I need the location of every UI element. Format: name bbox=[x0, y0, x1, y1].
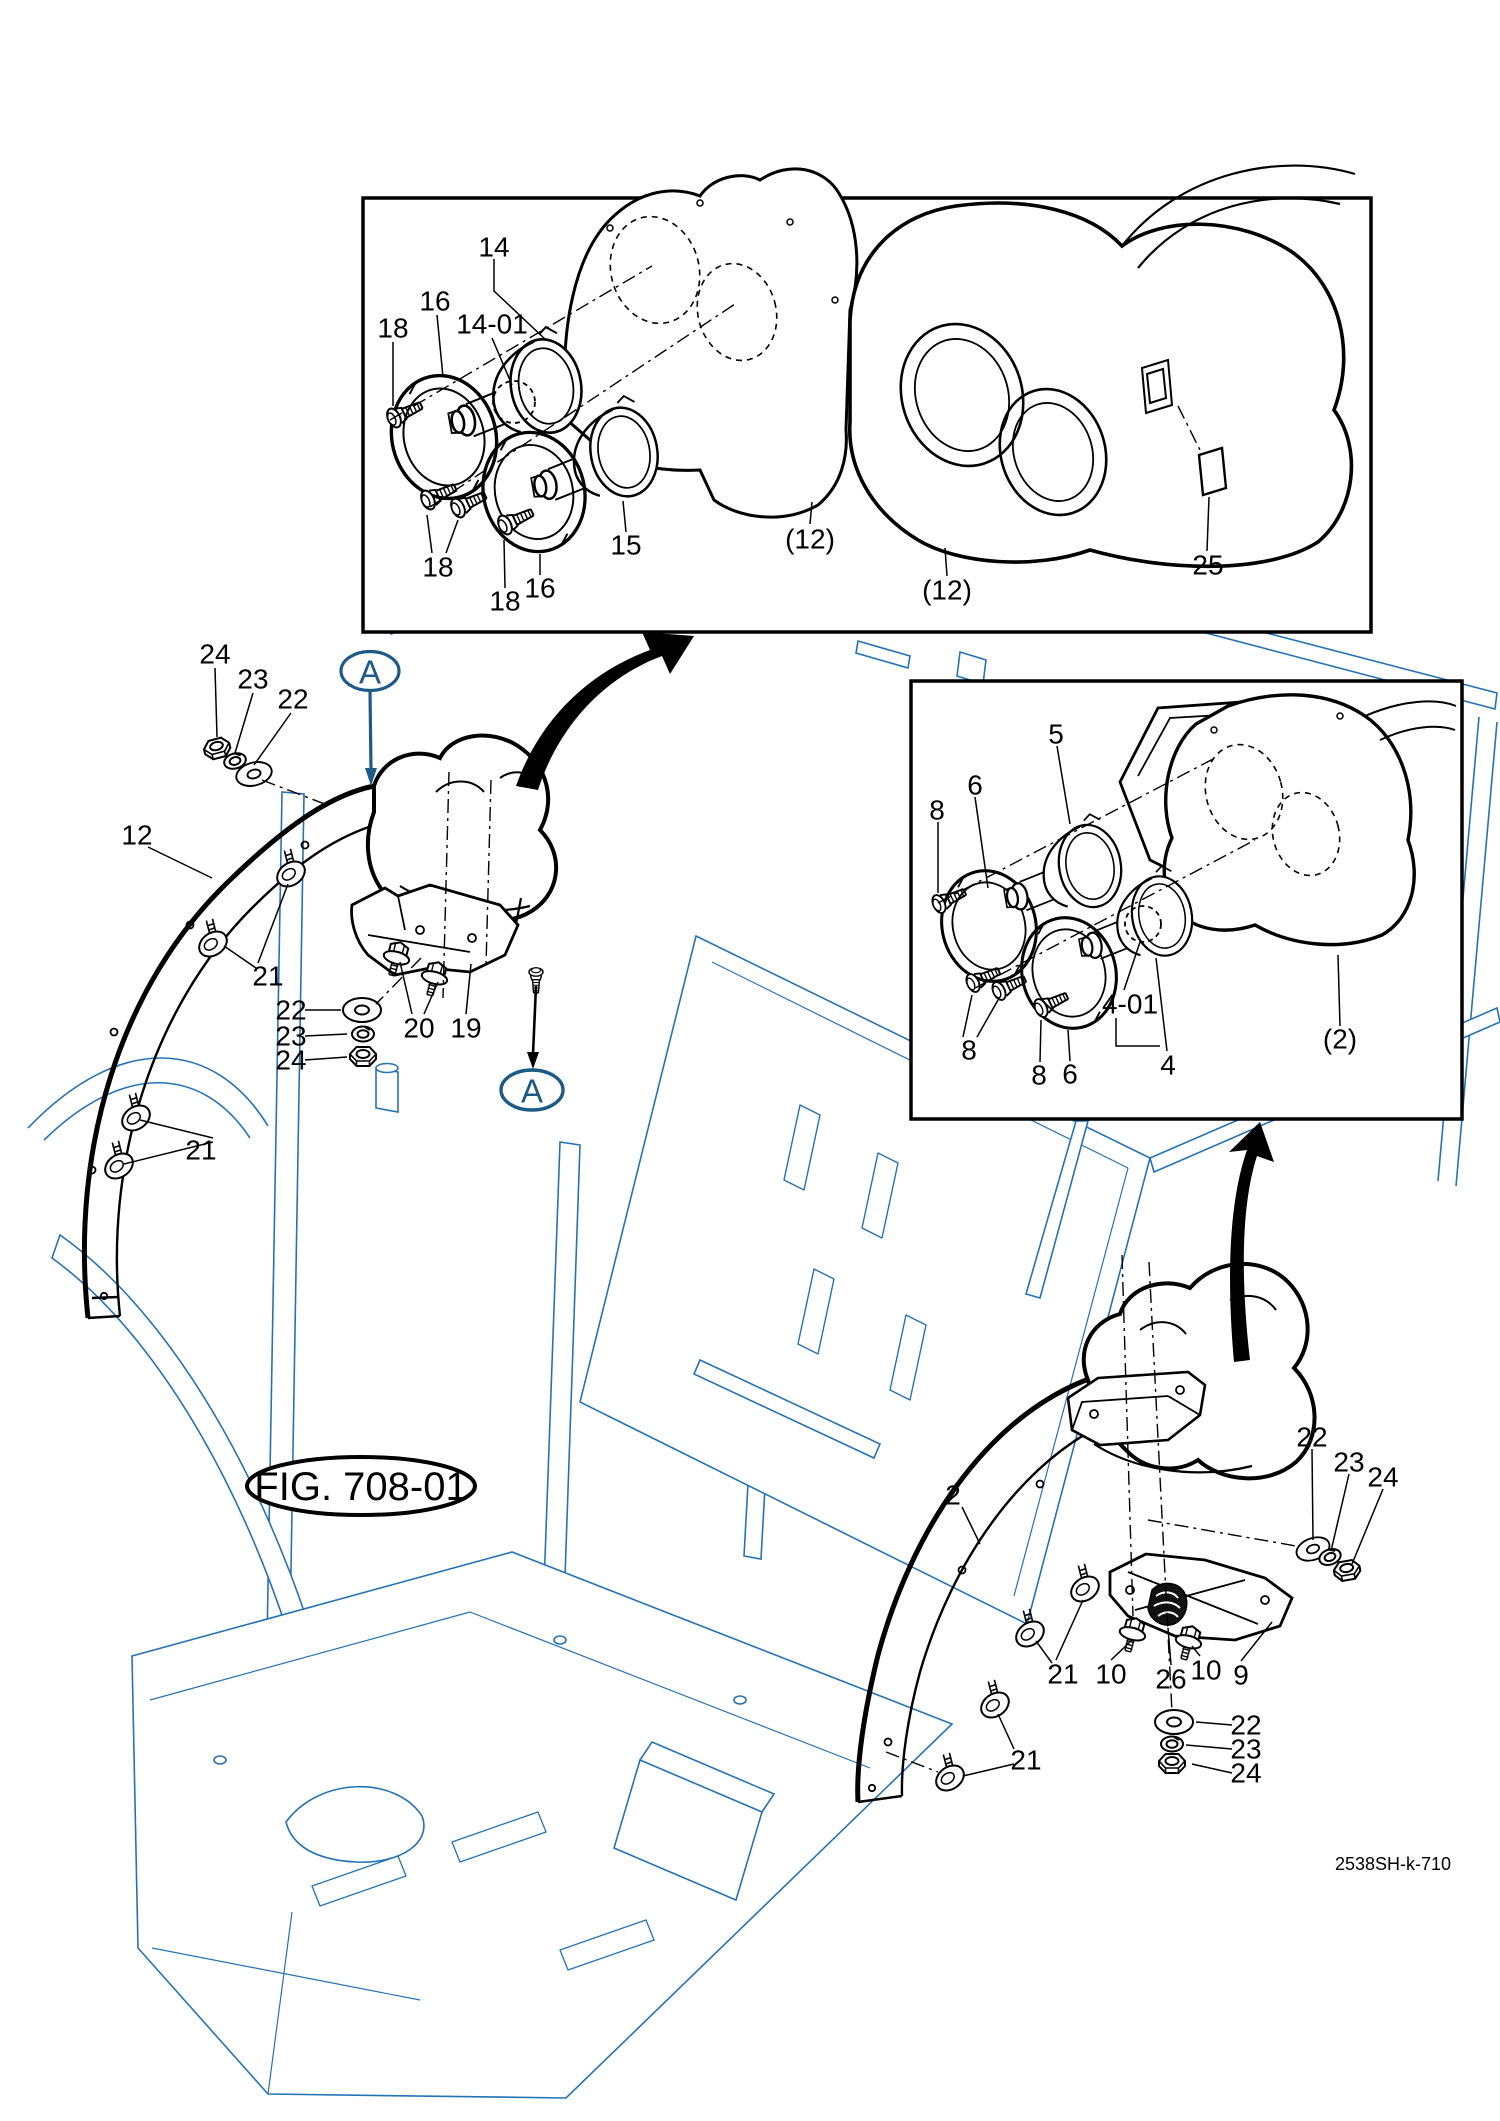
zoom-arrow-icons bbox=[516, 632, 1274, 1362]
callout-left-12: 12 bbox=[121, 820, 152, 851]
callout-right-21-mid: 21 bbox=[1047, 1659, 1078, 1690]
callout-right-21-bottom: 21 bbox=[1010, 1745, 1041, 1776]
callout-box-b-8-pair: 8 bbox=[961, 1035, 977, 1066]
callout-right-22-top: 22 bbox=[1296, 1422, 1327, 1453]
callout-box-b-6-lower: 6 bbox=[1062, 1059, 1078, 1090]
callout-box-a-12-right: (12) bbox=[922, 575, 972, 606]
callout-box-b-8-lower: 8 bbox=[1031, 1060, 1047, 1091]
callout-left-20: 20 bbox=[403, 1013, 434, 1044]
detail-marker-lower-bubble bbox=[499, 1068, 565, 1112]
callout-right-10-left: 10 bbox=[1095, 1659, 1126, 1690]
left-fender-drawing bbox=[81, 733, 559, 1320]
detail-view-box-lower bbox=[909, 679, 1464, 1121]
callout-box-a-25: 25 bbox=[1192, 550, 1223, 581]
callout-box-b-6-upper: 6 bbox=[967, 770, 983, 801]
callout-right-23-top: 23 bbox=[1333, 1447, 1364, 1478]
callout-box-a-15: 15 bbox=[610, 530, 641, 561]
callout-right-10-right: 10 bbox=[1190, 1655, 1221, 1686]
callout-box-a-18-pair: 18 bbox=[422, 552, 453, 583]
section-markers bbox=[339, 649, 565, 1112]
callout-right-24-bottom: 24 bbox=[1230, 1758, 1261, 1789]
leader-lines bbox=[123, 259, 1384, 1777]
callout-left-22-top: 22 bbox=[277, 684, 308, 715]
callout-left-22-mid: 22 bbox=[275, 995, 306, 1026]
callout-box-b-4: 4 bbox=[1160, 1050, 1176, 1081]
callout-left-24-top: 24 bbox=[199, 639, 230, 670]
zoom-arrow-lower-icon bbox=[1229, 1122, 1274, 1362]
callout-right-22-bottom: 22 bbox=[1230, 1710, 1261, 1741]
callout-right-9: 9 bbox=[1233, 1660, 1249, 1691]
callout-right-2: 2 bbox=[945, 1480, 961, 1511]
callout-right-26: 26 bbox=[1155, 1664, 1186, 1695]
callout-box-a-18-lower: 18 bbox=[489, 586, 520, 617]
right-fender-drawing bbox=[855, 1262, 1317, 1804]
zoom-arrow-upper-icon bbox=[516, 632, 694, 790]
figure-number-bubble bbox=[245, 1455, 477, 1517]
assembly-axis-lines bbox=[261, 265, 1297, 1773]
callout-right-23-bottom: 23 bbox=[1230, 1734, 1261, 1765]
detail-marker-upper-bubble bbox=[339, 649, 401, 693]
callout-box-a-12-left: (12) bbox=[785, 524, 835, 555]
callout-box-a-14-01: 14-01 bbox=[456, 309, 528, 340]
callout-left-21-bottom: 21 bbox=[185, 1135, 216, 1166]
callout-detail-a-lower: A bbox=[521, 1073, 543, 1110]
callout-box-b-8-upper: 8 bbox=[929, 795, 945, 826]
callout-left-23-top: 23 bbox=[237, 664, 268, 695]
callout-box-a-14: 14 bbox=[478, 232, 509, 263]
callout-detail-a-upper: A bbox=[359, 654, 381, 691]
callout-left-24-mid: 24 bbox=[275, 1045, 306, 1076]
detail-view-box-upper bbox=[361, 164, 1373, 634]
callout-box-b-4-01: 4-01 bbox=[1102, 989, 1158, 1020]
callout-box-b-2: (2) bbox=[1323, 1024, 1357, 1055]
callout-box-a-18-upper: 18 bbox=[377, 313, 408, 344]
callout-doc-code: 2538SH-k-710 bbox=[1335, 1854, 1451, 1874]
callout-box-b-5: 5 bbox=[1048, 719, 1064, 750]
callout-left-21-mid: 21 bbox=[252, 961, 283, 992]
callout-right-24-top: 24 bbox=[1367, 1462, 1398, 1493]
callout-fig-label: FIG. 708-01 bbox=[254, 1465, 467, 1509]
callout-box-a-16-upper: 16 bbox=[419, 286, 450, 317]
callout-left-23-mid: 23 bbox=[275, 1021, 306, 1052]
callout-left-19: 19 bbox=[450, 1013, 481, 1044]
callout-box-a-16-lower: 16 bbox=[524, 573, 555, 604]
